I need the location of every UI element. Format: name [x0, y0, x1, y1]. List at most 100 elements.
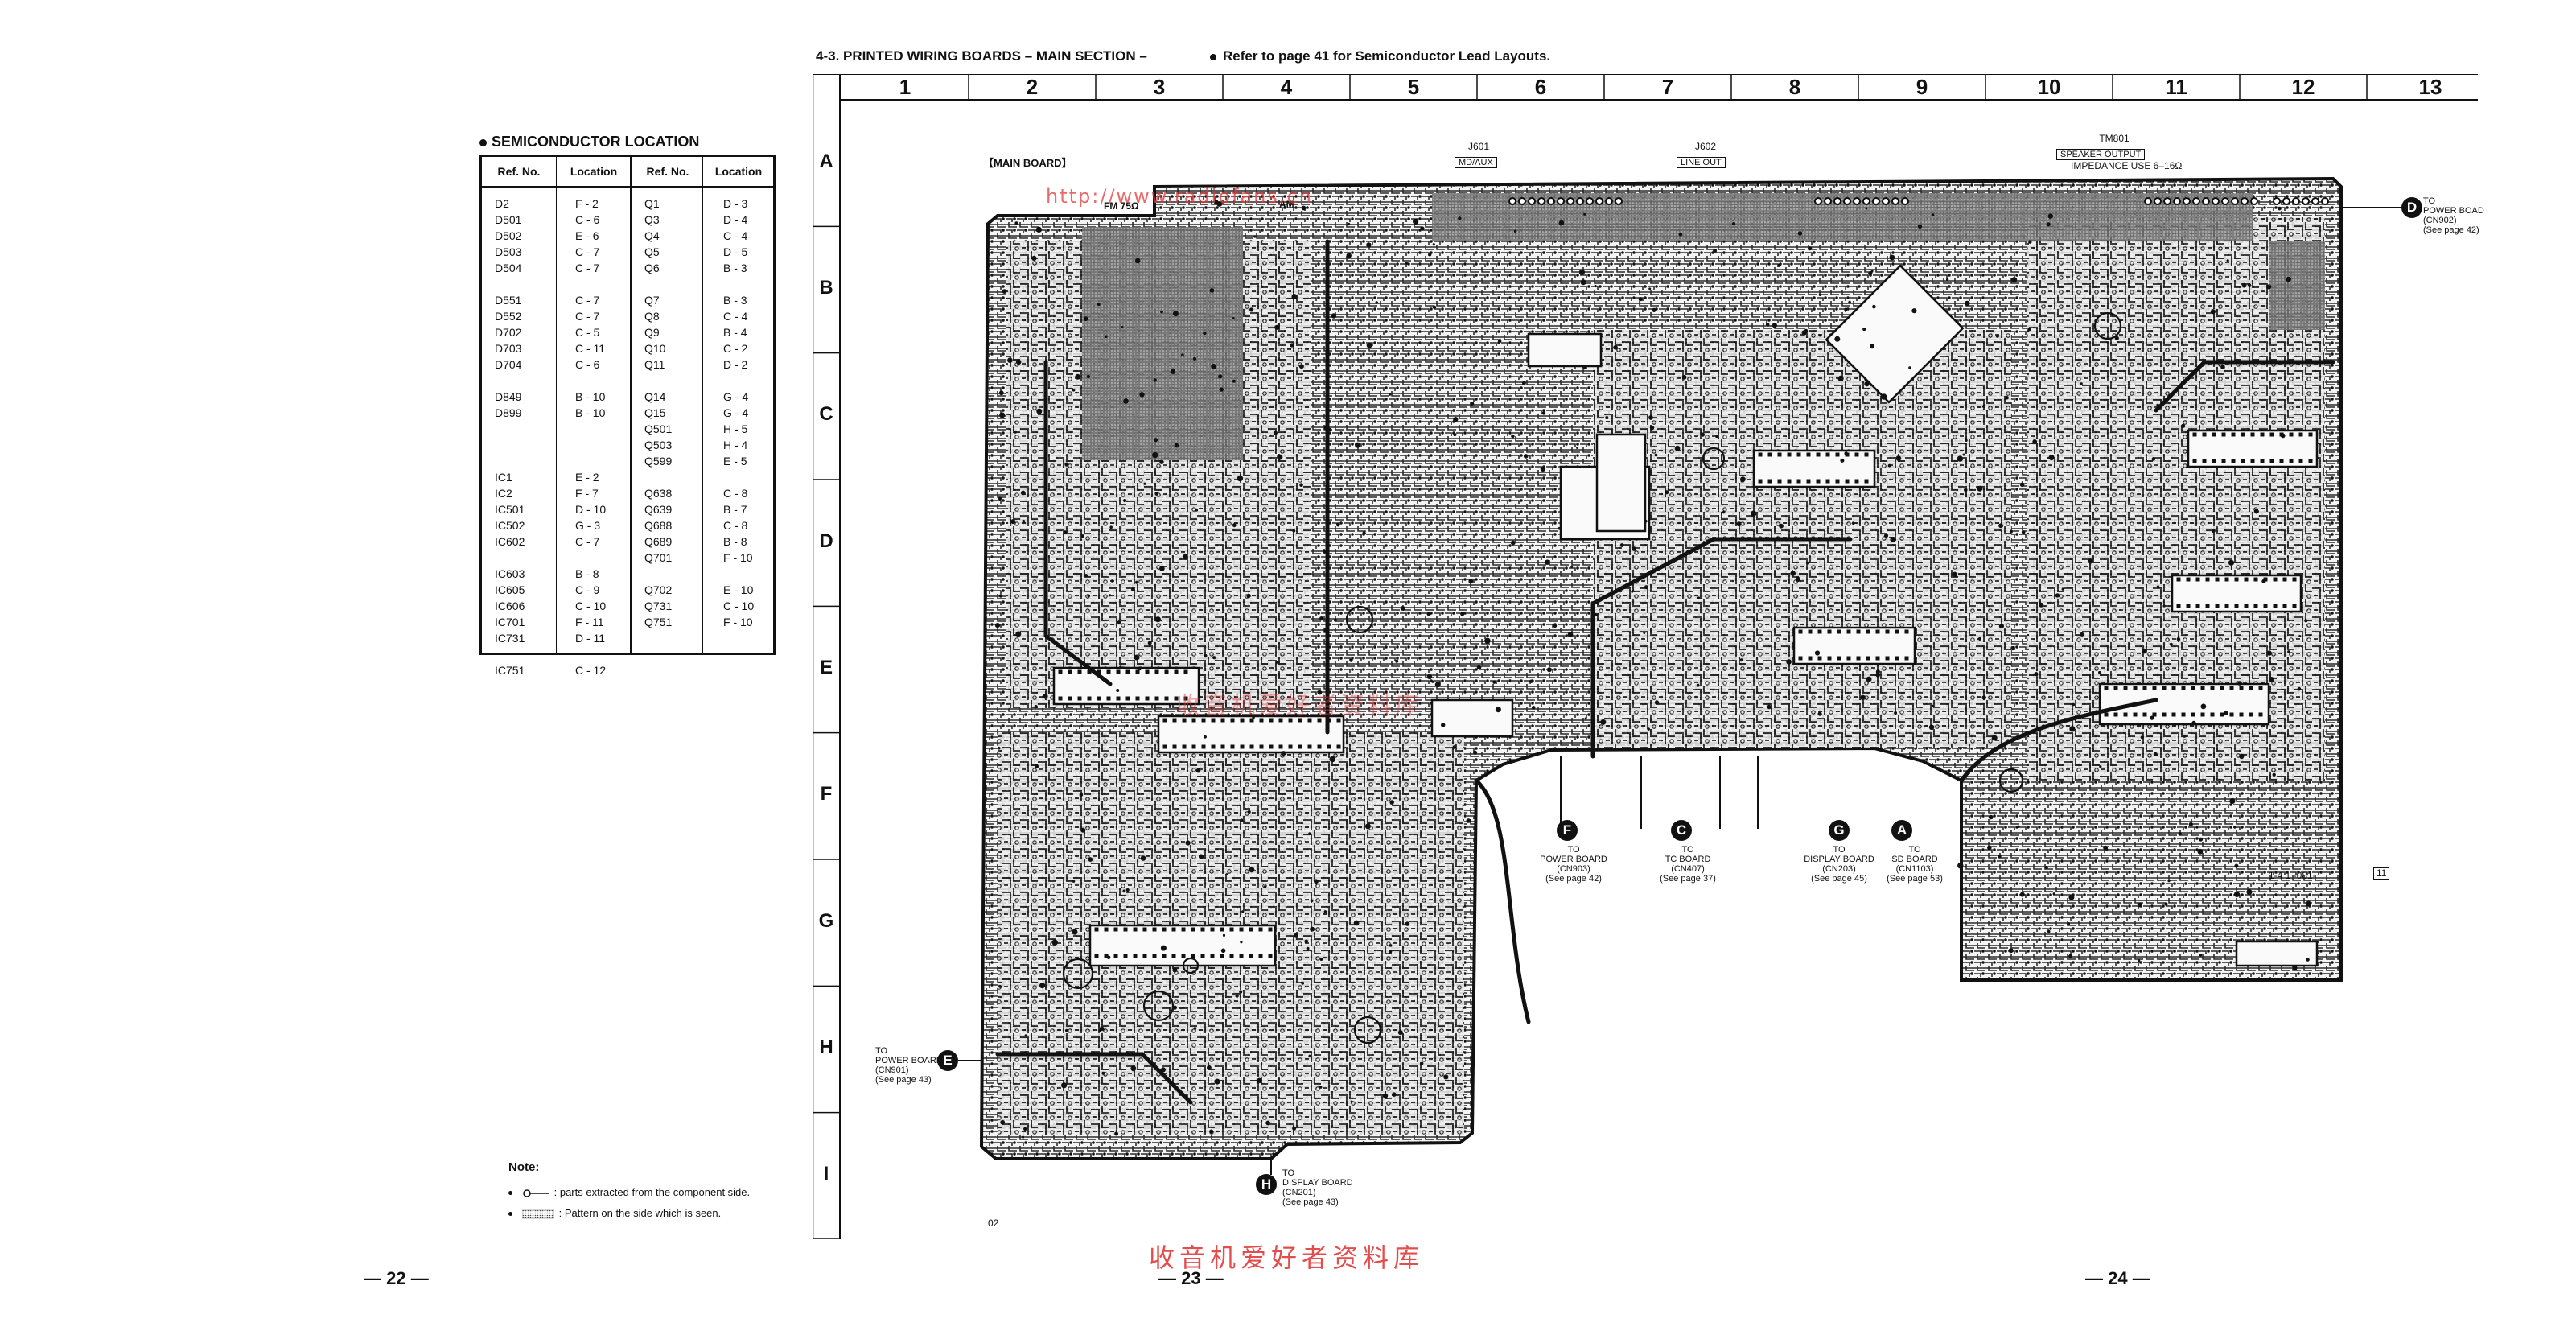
via-dot — [1917, 224, 1923, 229]
location-cell: C - 7 — [575, 262, 600, 274]
via-dot — [1594, 284, 1597, 288]
ref-no-cell: Q503 — [644, 439, 673, 451]
via-dot — [1965, 300, 1970, 307]
via-dot — [1123, 498, 1127, 503]
via-dot — [1648, 287, 1652, 290]
via-dot — [1696, 683, 1700, 687]
ic-pad — [1796, 452, 1801, 457]
ic-pad — [1240, 744, 1245, 749]
via-dot — [998, 985, 1002, 988]
via-dot — [1988, 814, 1994, 820]
am-antenna-label: AM — [1279, 199, 1294, 210]
via-dot — [1697, 596, 1701, 599]
via-dot — [1143, 482, 1146, 485]
bullet-icon — [508, 1191, 512, 1196]
via-dot — [1797, 231, 1803, 236]
ic-pad — [2249, 712, 2253, 717]
ic-pad — [2250, 459, 2255, 464]
ic-pad — [1787, 479, 1792, 484]
ic-pad — [2195, 577, 2200, 582]
via-dot — [2061, 587, 2064, 591]
grid-column-label: 3 — [1153, 75, 1166, 99]
ref-no-cell — [644, 469, 704, 485]
via-dot — [1619, 543, 1624, 547]
ic-pad — [1183, 696, 1188, 701]
destination-line: TO — [1681, 845, 1694, 855]
via-dot — [1931, 704, 1935, 707]
via-dot — [1870, 344, 1875, 349]
destination-line: DISPLAY BOARD — [1804, 855, 1874, 864]
grid-row-label: D — [819, 529, 833, 552]
ic-pad — [1164, 696, 1169, 701]
via-dot — [1323, 424, 1330, 431]
ic-pad — [1211, 744, 1216, 749]
page-number-middle: — 23 — — [1158, 1268, 1224, 1288]
via-dot — [1739, 658, 1743, 661]
via-dot — [1987, 845, 1992, 851]
via-dot — [1817, 711, 1822, 716]
via-dot — [1952, 571, 1958, 578]
via-dot — [1808, 246, 1813, 251]
ic-pad — [1866, 656, 1870, 661]
via-dot — [1865, 207, 1868, 210]
via-dot — [1946, 278, 1949, 281]
via-dot — [1868, 271, 1873, 276]
grid-row-label: H — [819, 1036, 833, 1058]
destination-line: (See page 43) — [1282, 1197, 1339, 1207]
ref-no-cell: IC751 — [495, 664, 525, 677]
ic-pad — [2212, 432, 2216, 437]
via-dot — [1686, 549, 1691, 554]
destination-line: (See page 53) — [1887, 874, 1943, 884]
via-dot — [2047, 929, 2051, 933]
ref-no-cell: Q688 — [644, 519, 673, 532]
via-dot — [1851, 521, 1855, 525]
via-dot — [1240, 941, 1243, 944]
location-cell: C - 10 — [723, 599, 755, 612]
ic-pad — [1846, 629, 1851, 634]
main-board-pcb-drawing — [949, 176, 2405, 1175]
via-dot — [1772, 323, 1777, 328]
destination-line: POWER BOARD — [1540, 855, 1607, 864]
ic-pad — [1816, 452, 1821, 457]
via-dot — [1957, 455, 1964, 462]
via-dot — [1584, 717, 1587, 720]
ref-no-cell: Q689 — [644, 535, 673, 548]
ic-pad — [1104, 927, 1109, 932]
ic-pad — [2162, 686, 2167, 690]
via-dot — [1977, 485, 1983, 492]
location-cell: D - 5 — [723, 245, 748, 258]
via-dot — [2234, 863, 2239, 868]
location-cell: F - 2 — [575, 197, 599, 210]
via-dot — [1665, 490, 1669, 495]
ic-pad — [2181, 686, 2186, 690]
pattern-symbol-icon — [521, 1209, 554, 1218]
via-dot — [2034, 672, 2039, 677]
via-dot — [1513, 229, 1517, 233]
via-dot — [2055, 593, 2060, 598]
via-dot — [1388, 950, 1393, 954]
via-dot — [1301, 205, 1307, 211]
via-dot — [1468, 579, 1474, 584]
ic-pad — [1210, 927, 1215, 932]
ic-pad — [1171, 954, 1176, 958]
via-dot — [1075, 373, 1081, 380]
via-dot — [1700, 432, 1706, 437]
note-title: Note: — [508, 1160, 540, 1174]
via-dot — [1207, 1065, 1212, 1070]
via-dot — [1397, 1030, 1403, 1036]
ic-pad — [2289, 432, 2294, 437]
via-dot — [1964, 488, 1968, 492]
ic-pad — [1201, 718, 1206, 723]
via-dot — [2088, 558, 2093, 564]
ic-pad — [1125, 696, 1130, 701]
via-dot — [1529, 679, 1533, 683]
via-dot — [1010, 519, 1016, 525]
grid-row-label: F — [820, 783, 833, 805]
ic-pad — [2289, 459, 2294, 464]
ic-pad — [1758, 479, 1763, 484]
ic-pad — [1125, 670, 1130, 674]
ic-pad — [2273, 577, 2278, 582]
via-dot — [1715, 435, 1718, 438]
ic-pad — [2152, 686, 2157, 690]
via-dot — [2098, 670, 2101, 674]
